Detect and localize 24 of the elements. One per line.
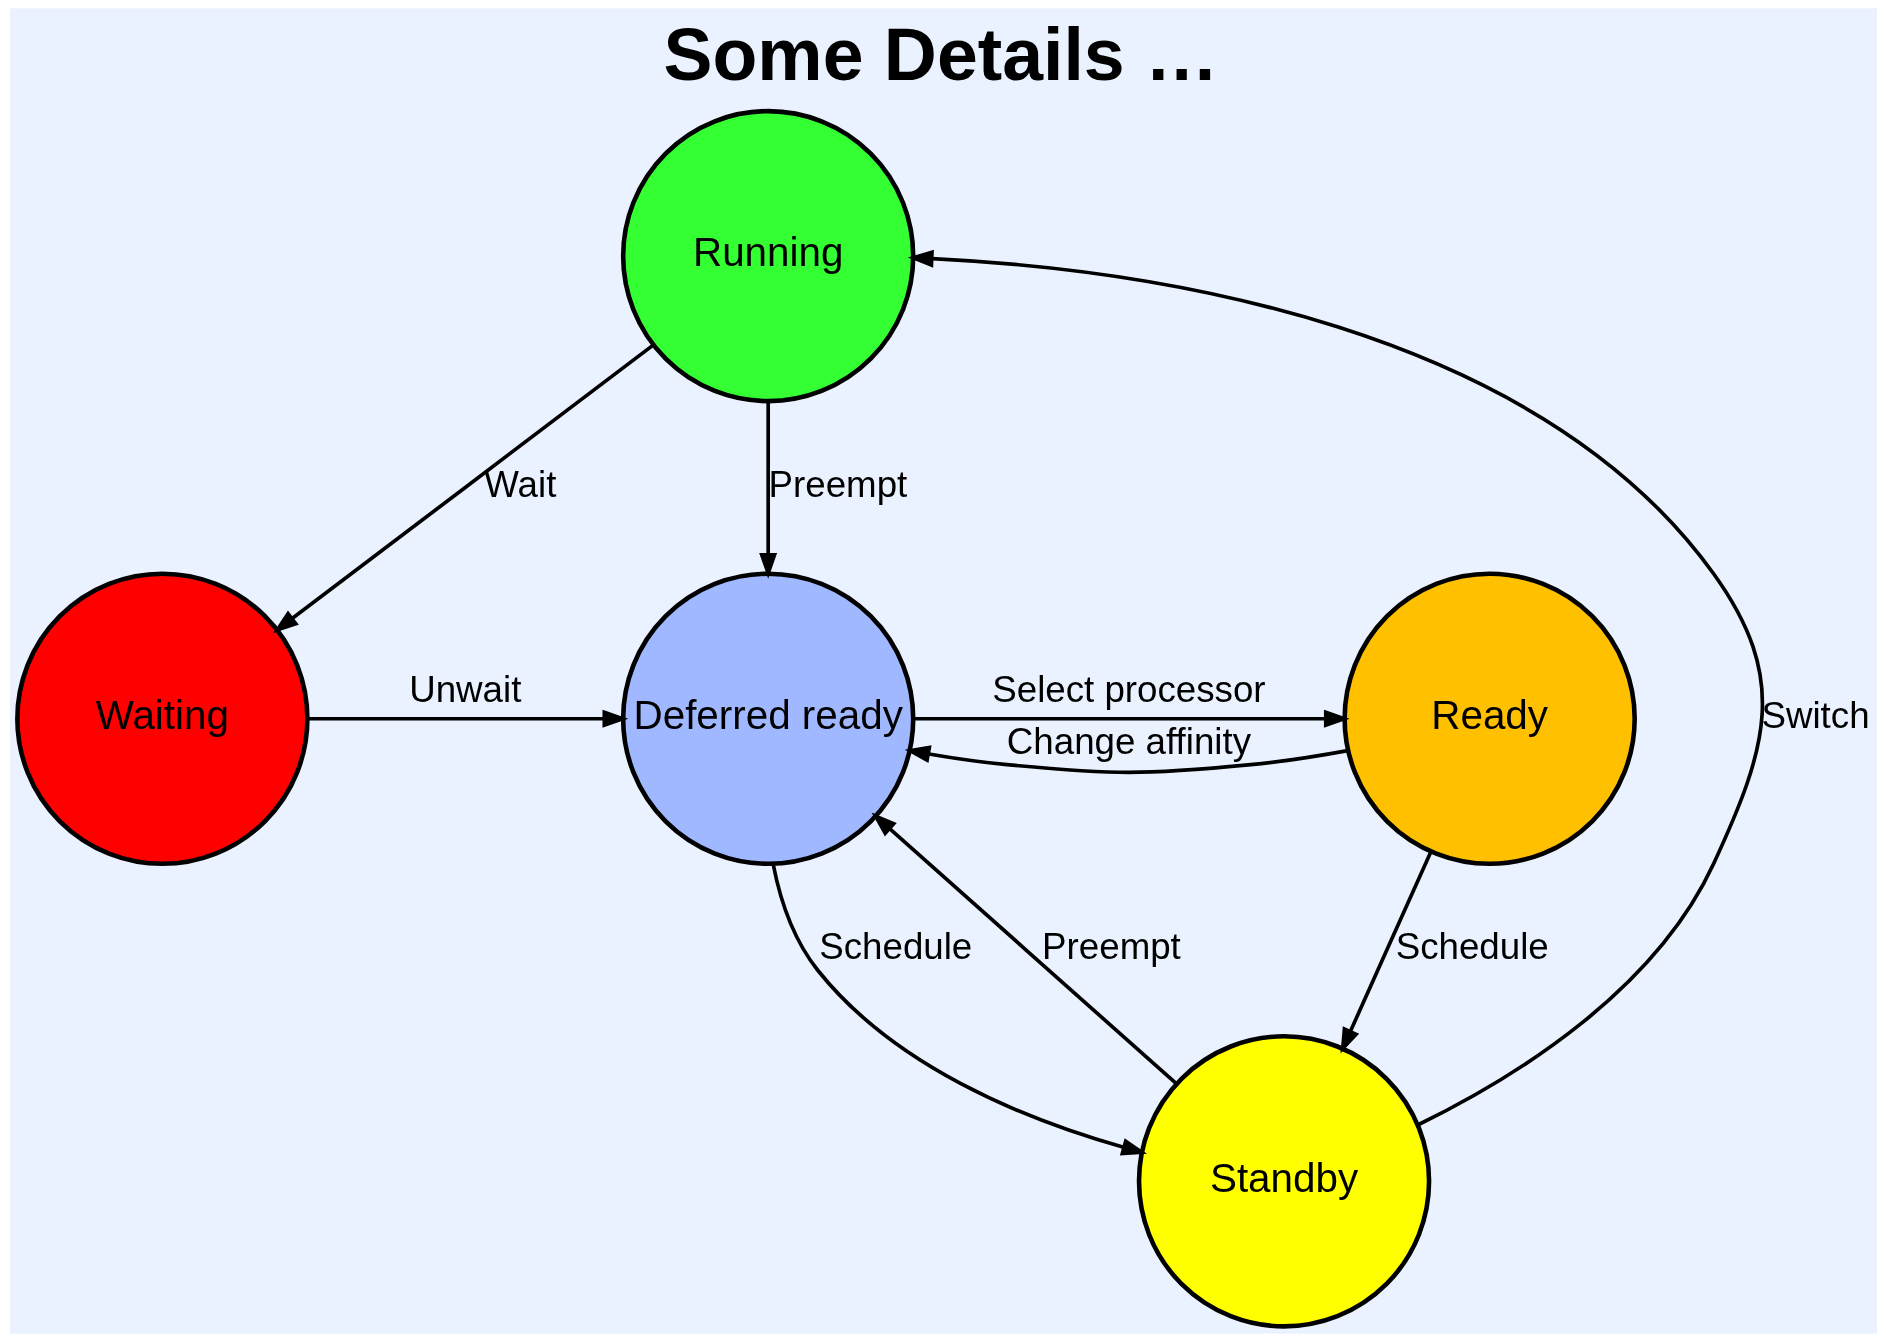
node-circle: Deferred ready [620, 571, 915, 867]
edge-label: Switch [1760, 694, 1870, 736]
edge-label: Unwait [408, 669, 521, 711]
arrow [770, 863, 1147, 1156]
edge-label: Schedule [818, 926, 972, 968]
diagram-title: Some Details … [663, 13, 1218, 96]
arrow [904, 745, 1348, 775]
edge-label: Preempt [1041, 926, 1181, 968]
arrow [272, 343, 654, 634]
edge-label: Wait [483, 463, 556, 505]
arrow [912, 709, 1350, 728]
edge-label: Change affinity [1006, 720, 1251, 762]
node-circle: Standby [1136, 1034, 1431, 1329]
arrow [1340, 850, 1433, 1054]
node-circle: Ready [1341, 571, 1637, 867]
arrow [758, 401, 777, 579]
edge-label: Preempt [768, 463, 907, 505]
arrow [907, 249, 1764, 1127]
edge-label: Schedule [1395, 926, 1549, 968]
arrow [306, 709, 628, 728]
arrow [871, 812, 1177, 1085]
edge-label: Select processor [991, 669, 1266, 711]
node-circle: Running [620, 108, 915, 404]
node-circle: Waiting [14, 571, 310, 867]
